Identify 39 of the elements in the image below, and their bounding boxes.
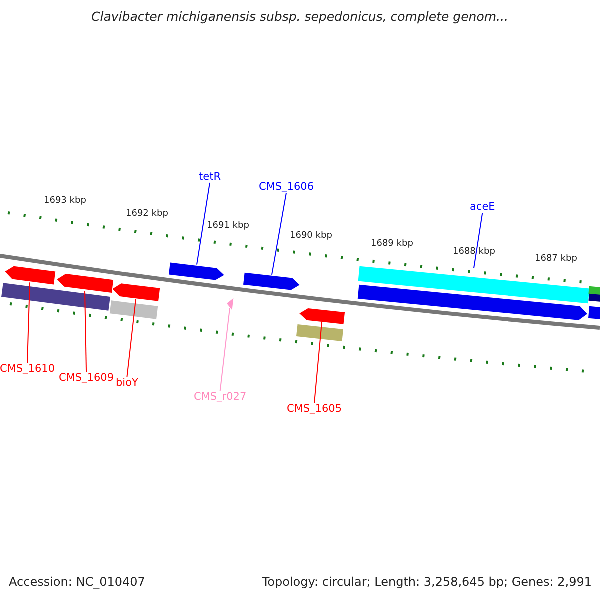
gene-label: CMS_1610	[0, 363, 56, 375]
tick-label: 1690 kbp	[290, 231, 332, 241]
gene-triangle	[227, 298, 234, 310]
gene-feature	[358, 284, 588, 320]
gene-feature	[112, 284, 160, 302]
leader-line	[196, 182, 210, 266]
leader-line	[272, 192, 288, 276]
gene-label: CMS_1605	[287, 403, 342, 415]
gene-feature	[300, 308, 346, 324]
tick-label: 1688 kbp	[453, 247, 496, 257]
gene-feature	[5, 266, 56, 285]
leader-line	[314, 322, 322, 404]
gene-label: CMS_1606	[259, 181, 314, 193]
tick-label: 1687 kbp	[535, 254, 578, 264]
genome-info-text: Topology: circular; Length: 3,258,645 bp; Genes: 2,991	[262, 575, 592, 589]
gene-bar	[588, 286, 600, 296]
accession-text: Accession: NC_010407	[9, 575, 146, 589]
leader-line	[474, 212, 484, 269]
gene-label: aceE	[470, 201, 496, 213]
gene-label: bioY	[116, 377, 138, 389]
tick-label: 1692 kbp	[126, 209, 168, 219]
gene-bar	[2, 283, 110, 311]
gene-bar	[110, 300, 158, 320]
leader-line	[126, 298, 136, 378]
gene-feature	[244, 272, 300, 290]
tick-label: 1691 kbp	[207, 221, 250, 231]
gene-label: CMS_1609	[59, 372, 114, 384]
gene-feature	[168, 262, 224, 280]
gene-bar	[588, 294, 600, 302]
leader-line	[27, 282, 30, 364]
tick-label: 1693 kbp	[44, 196, 86, 206]
gene-label: tetR	[199, 171, 221, 183]
gene-bar	[296, 324, 344, 342]
leader-line	[84, 290, 88, 372]
gene-feature	[57, 274, 114, 293]
gene-label: CMS_r027	[194, 391, 247, 403]
tick-label: 1689 kbp	[371, 239, 414, 249]
title: Clavibacter michiganensis subsp. sepedonicus, complete genom...	[90, 9, 510, 24]
leader-line	[220, 308, 230, 392]
